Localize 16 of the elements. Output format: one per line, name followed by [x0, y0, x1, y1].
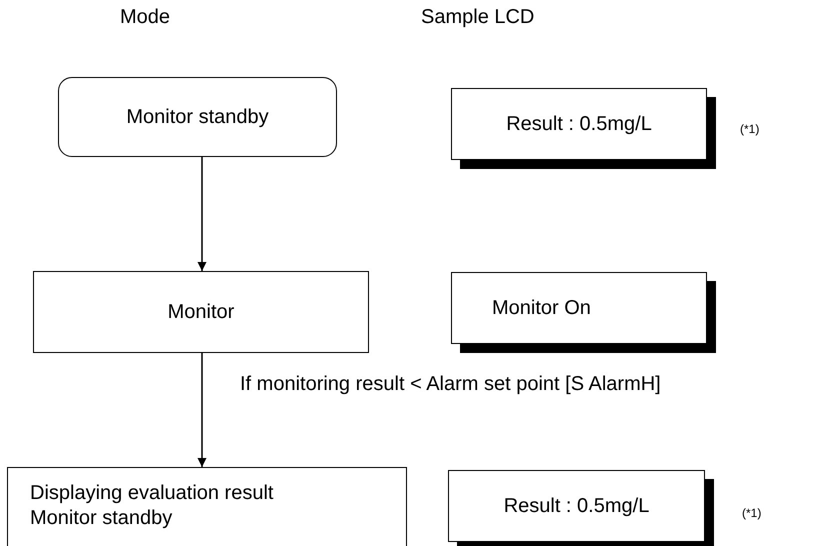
display-text: Result : 0.5mg/L: [504, 494, 650, 518]
mode-label: Monitor standby: [126, 104, 269, 130]
arrow: [198, 157, 206, 271]
display-text: Result : 0.5mg/L: [506, 112, 652, 136]
footnote-mark: (*1): [742, 506, 762, 520]
mode-box: [58, 77, 337, 157]
mode-box: [33, 271, 369, 353]
display-text: Monitor On: [492, 296, 591, 320]
arrow: [198, 353, 206, 467]
mode-box: [7, 467, 407, 546]
column-heading: Sample LCD: [421, 6, 534, 29]
column-heading: Mode: [120, 6, 170, 29]
edge-label: If monitoring result < Alarm set point [S AlarmH]: [240, 373, 661, 396]
footnote-mark: (*1): [740, 122, 760, 136]
mode-label: Monitor: [168, 300, 234, 324]
mode-label: Displaying evaluation result Monitor standby: [30, 481, 274, 531]
